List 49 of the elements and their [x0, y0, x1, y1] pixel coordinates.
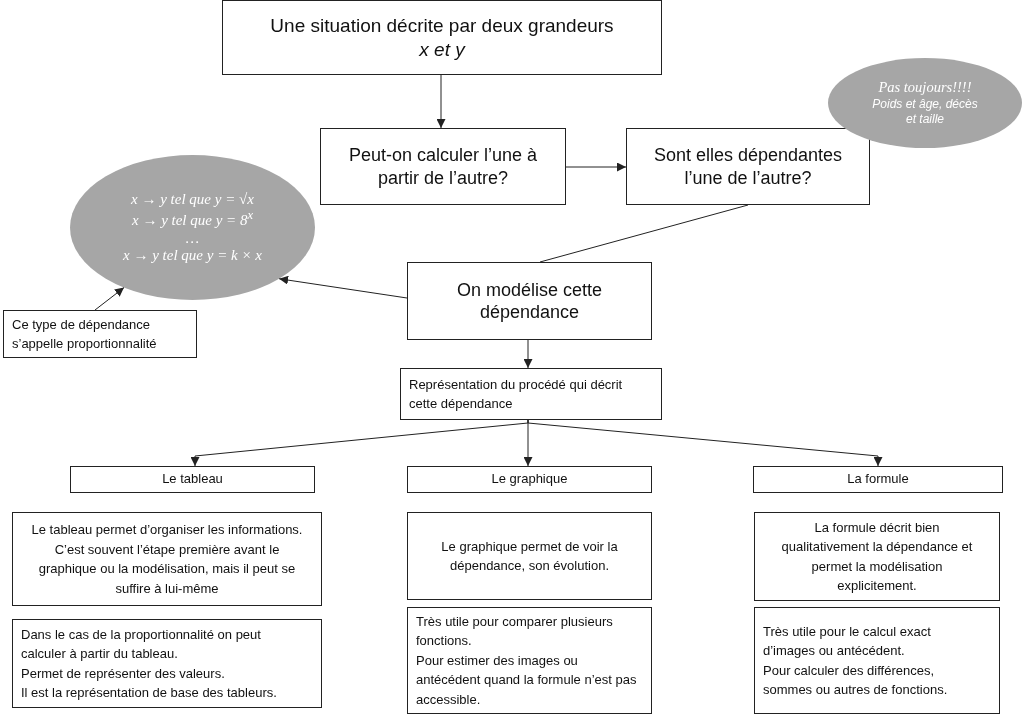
box-text: Très utile pour comparer plusieurs fonctions. [416, 612, 614, 651]
formula-text: … [185, 229, 200, 247]
arrow [527, 419, 883, 467]
arrow [565, 162, 627, 172]
box-text: Très utile pour le calcul exact d’images ou antécédent. [763, 622, 932, 660]
box-text: Le graphique permet de voir la dépendance, son évolution. [440, 537, 619, 575]
box-text: La formule décrit bien qualitativement la dépendance et permet la modélisation explicitement. [780, 518, 974, 595]
description-box [12, 619, 322, 708]
formula-text: x → y tel que y = 8$^{x}$ [131, 208, 254, 230]
arrow [278, 275, 408, 299]
description-box [12, 512, 322, 606]
box-text: Représentation du procédé qui décrit cette dépendance [409, 375, 624, 413]
box-text: Ce type de dépendance s’appelle proportionnalité [12, 315, 158, 353]
box-text: Le graphique [491, 471, 568, 488]
process-box [407, 262, 652, 340]
box-text: Pour estimer des images ou antécédent quand la formule n’est pas accessible. [416, 651, 638, 709]
note-text: Pas toujours!!!! [878, 78, 972, 97]
question-box [626, 128, 870, 205]
box-text: Permet de représenter des valeurs. [21, 664, 225, 683]
box-text: Sont elles dépendantes l’une de l’autre? [652, 144, 844, 189]
note-box [3, 310, 197, 358]
box-text: On modélise cette dépendance [455, 278, 604, 324]
box-text: Il est la représentation de base des tableurs. [21, 684, 277, 702]
box-text: Peut-on calculer l’une à partir de l’autre? [347, 144, 539, 189]
formula-text: x → y tel que y = k × x [123, 246, 262, 264]
box-text: Le tableau permet d’organiser les informations. C’est souvent l’étape première avant le graphique ou la modélisation, mais il peut se suffire à lui-même [31, 521, 303, 598]
description-box [407, 607, 652, 714]
box-text: Pour calculer des différences, sommes ou autres de fonctions. [763, 661, 949, 699]
category-box [407, 466, 652, 493]
note-text: Poids et âge, décès et taille [871, 96, 979, 128]
description-box [407, 512, 652, 600]
box-text: Le tableau [162, 471, 223, 488]
box-text: Dans le cas de la proportionnalité on peut calculer à partir du tableau. [21, 625, 262, 663]
category-box [70, 466, 315, 493]
formula-text: x → y tel que y = √x [131, 191, 254, 209]
connector-line [539, 204, 749, 263]
category-box [753, 466, 1003, 493]
box-text: Une situation décrite par deux grandeurs x et y [270, 13, 614, 62]
arrow [523, 339, 533, 369]
box-text: La formule [847, 471, 909, 488]
arrow [94, 287, 125, 311]
question-box [320, 128, 566, 205]
formula-ellipse [70, 155, 315, 300]
arrow [436, 74, 446, 129]
note-ellipse [828, 58, 1022, 148]
process-box [400, 368, 662, 420]
description-box [754, 512, 1000, 601]
process-box [222, 0, 662, 75]
description-box [754, 607, 1000, 714]
